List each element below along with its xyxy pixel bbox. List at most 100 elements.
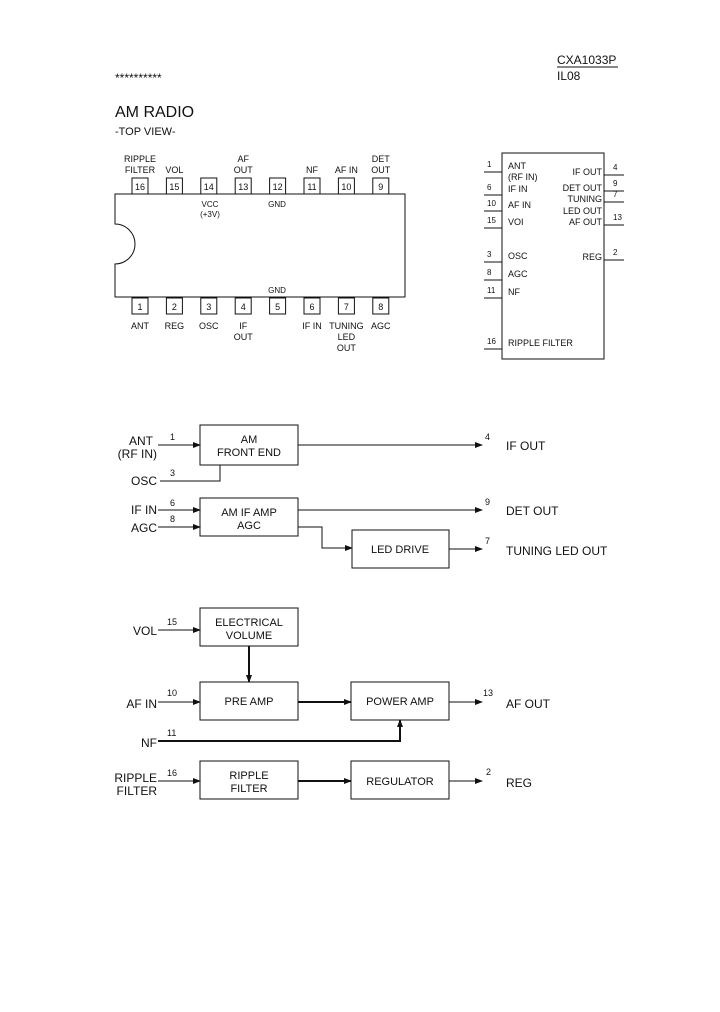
- front-end-label-1: AM: [241, 434, 258, 446]
- pin-box-bottom: [131, 297, 149, 315]
- pin-label-bottom-1: AGC: [371, 321, 391, 331]
- pin-11-label: 11: [167, 728, 176, 738]
- symbol-right-pin-number: 13: [613, 213, 622, 222]
- vol-signal: VOL: [133, 624, 157, 638]
- symbol-left-pin-label: VOI: [508, 217, 524, 227]
- symbol-left-pin-label: RIPPLE FILTER: [508, 338, 573, 348]
- pin-number-bottom: 8: [378, 302, 383, 312]
- pin-label-top-2: OUT: [234, 165, 254, 175]
- ripple-block-label-2: FILTER: [230, 783, 267, 795]
- page-title: AM RADIO: [115, 104, 194, 121]
- pin-10-label: 10: [167, 688, 177, 698]
- pin-number-top: 13: [238, 182, 248, 192]
- nf-signal: NF: [141, 736, 157, 750]
- pin-box-bottom: [200, 297, 218, 315]
- pin-label-top-2: OUT: [371, 165, 391, 175]
- pre-amp-label: PRE AMP: [225, 696, 274, 708]
- pin-3-label: 3: [170, 468, 175, 478]
- pin-box-top: [303, 177, 321, 195]
- pin-label-top-2: AF IN: [335, 165, 358, 175]
- pin-number-bottom: 1: [137, 302, 142, 312]
- pin-8-label: 8: [170, 514, 175, 524]
- ripple-block-label-1: RIPPLE: [229, 770, 268, 782]
- power-amp-label: POWER AMP: [366, 696, 434, 708]
- symbol-left-pin-label: (RF IN): [508, 172, 538, 182]
- symbol-right-pin-number: 9: [613, 179, 618, 188]
- pin-2-label: 2: [486, 767, 491, 777]
- af-in-signal: AF IN: [126, 697, 157, 711]
- pin-label-bottom-1: TUNING: [329, 321, 364, 331]
- pin-6-label: 6: [170, 498, 175, 508]
- if-amp-label-2: AGC: [237, 520, 261, 532]
- block-diagram-audio: ELECTRICAL VOLUME VOL 15 PRE AMP AF IN 1…: [114, 607, 551, 800]
- elec-vol-label-1: ELECTRICAL: [215, 617, 283, 629]
- pin-number-bottom: 6: [309, 302, 314, 312]
- symbol-left-pin-number: 8: [487, 268, 492, 277]
- pin-box-top: [337, 177, 355, 195]
- symbol-left-pin-label: IF IN: [508, 184, 528, 194]
- symbol-left-pin-label: AGC: [508, 269, 528, 279]
- pin-16-label: 16: [167, 768, 177, 778]
- symbol-left-pin-number: 16: [487, 337, 496, 346]
- led-drive-feed: [298, 526, 353, 551]
- pin-number-top: 11: [307, 182, 316, 192]
- pin-box-top: [269, 177, 287, 195]
- if-amp-label-1: AM IF AMP: [221, 507, 277, 519]
- symbol-left-pin-label: OSC: [508, 251, 528, 261]
- pin-label-bottom-2: OUT: [234, 332, 254, 342]
- osc-signal: OSC: [131, 474, 157, 488]
- part-number: CXA1033P: [557, 53, 616, 67]
- symbol-right-pin-label: LED OUT: [563, 206, 603, 216]
- pin-7-label: 7: [485, 536, 490, 546]
- symbol-left-pin-label: ANT: [508, 161, 527, 171]
- pin-label-bottom-1: ANT: [131, 321, 150, 331]
- pin-number-bottom: 4: [241, 302, 246, 312]
- pin-13-label: 13: [483, 688, 493, 698]
- view-subtitle: -TOP VIEW-: [115, 126, 176, 138]
- ripple-signal-1: RIPPLE: [114, 771, 157, 785]
- pin-label-bottom-1: OSC: [199, 321, 219, 331]
- pin-number-top: 9: [378, 182, 383, 192]
- osc-line: [160, 465, 221, 482]
- package-outline: [114, 193, 406, 298]
- front-end-label-2: FRONT END: [217, 447, 281, 459]
- pin-number-top: 10: [341, 182, 351, 192]
- pin-number-bottom: 3: [206, 302, 211, 312]
- pin-label-bottom-3: OUT: [337, 343, 357, 353]
- tuning-led-out-signal: TUNING LED OUT: [506, 544, 608, 558]
- if-in-signal: IF IN: [131, 503, 157, 517]
- gnd-bottom-label: GND: [268, 286, 286, 295]
- pin-label-top-1: RIPPLE: [124, 154, 156, 164]
- pin-number-top: 14: [204, 182, 214, 192]
- reg-signal: REG: [506, 776, 532, 790]
- symbol-left-pin-label: AF IN: [508, 200, 531, 210]
- pin-box-top: [372, 177, 390, 195]
- nf-feedback-line: [158, 719, 403, 742]
- block-diagram-rf-if: AM FRONT END ANT (RF IN) 1 OSC 3 4 IF OU…: [118, 424, 608, 569]
- symbol-right-pin-label: IF OUT: [573, 167, 603, 177]
- symbol-left-pin-number: 15: [487, 216, 496, 225]
- pin-box-bottom: [165, 297, 183, 315]
- pin-label-top-2: NF: [306, 165, 318, 175]
- pin-box-bottom: [337, 297, 355, 315]
- pin-label-bottom-1: IF IN: [302, 321, 322, 331]
- pin-9-label: 9: [485, 497, 490, 507]
- rf-in-signal: (RF IN): [118, 447, 157, 461]
- pre-amp-block: [199, 681, 299, 721]
- pin-label-bottom-2: LED: [338, 332, 356, 342]
- pin-number-top: 15: [169, 182, 179, 192]
- symbol-left-pin-number: 1: [487, 160, 492, 169]
- pin-label-top-2: VOL: [165, 165, 183, 175]
- vcc-label: VCC: [202, 200, 219, 209]
- ant-signal: ANT: [129, 434, 154, 448]
- pin-1-label: 1: [170, 432, 175, 442]
- pin-number-bottom: 2: [172, 302, 177, 312]
- symbol-box: [501, 152, 605, 360]
- pin-box-bottom: [372, 297, 390, 315]
- symbol-right-pin-number: 4: [613, 163, 618, 172]
- led-drive-label: LED DRIVE: [371, 544, 429, 556]
- symbol-left-pin-number: 3: [487, 250, 492, 259]
